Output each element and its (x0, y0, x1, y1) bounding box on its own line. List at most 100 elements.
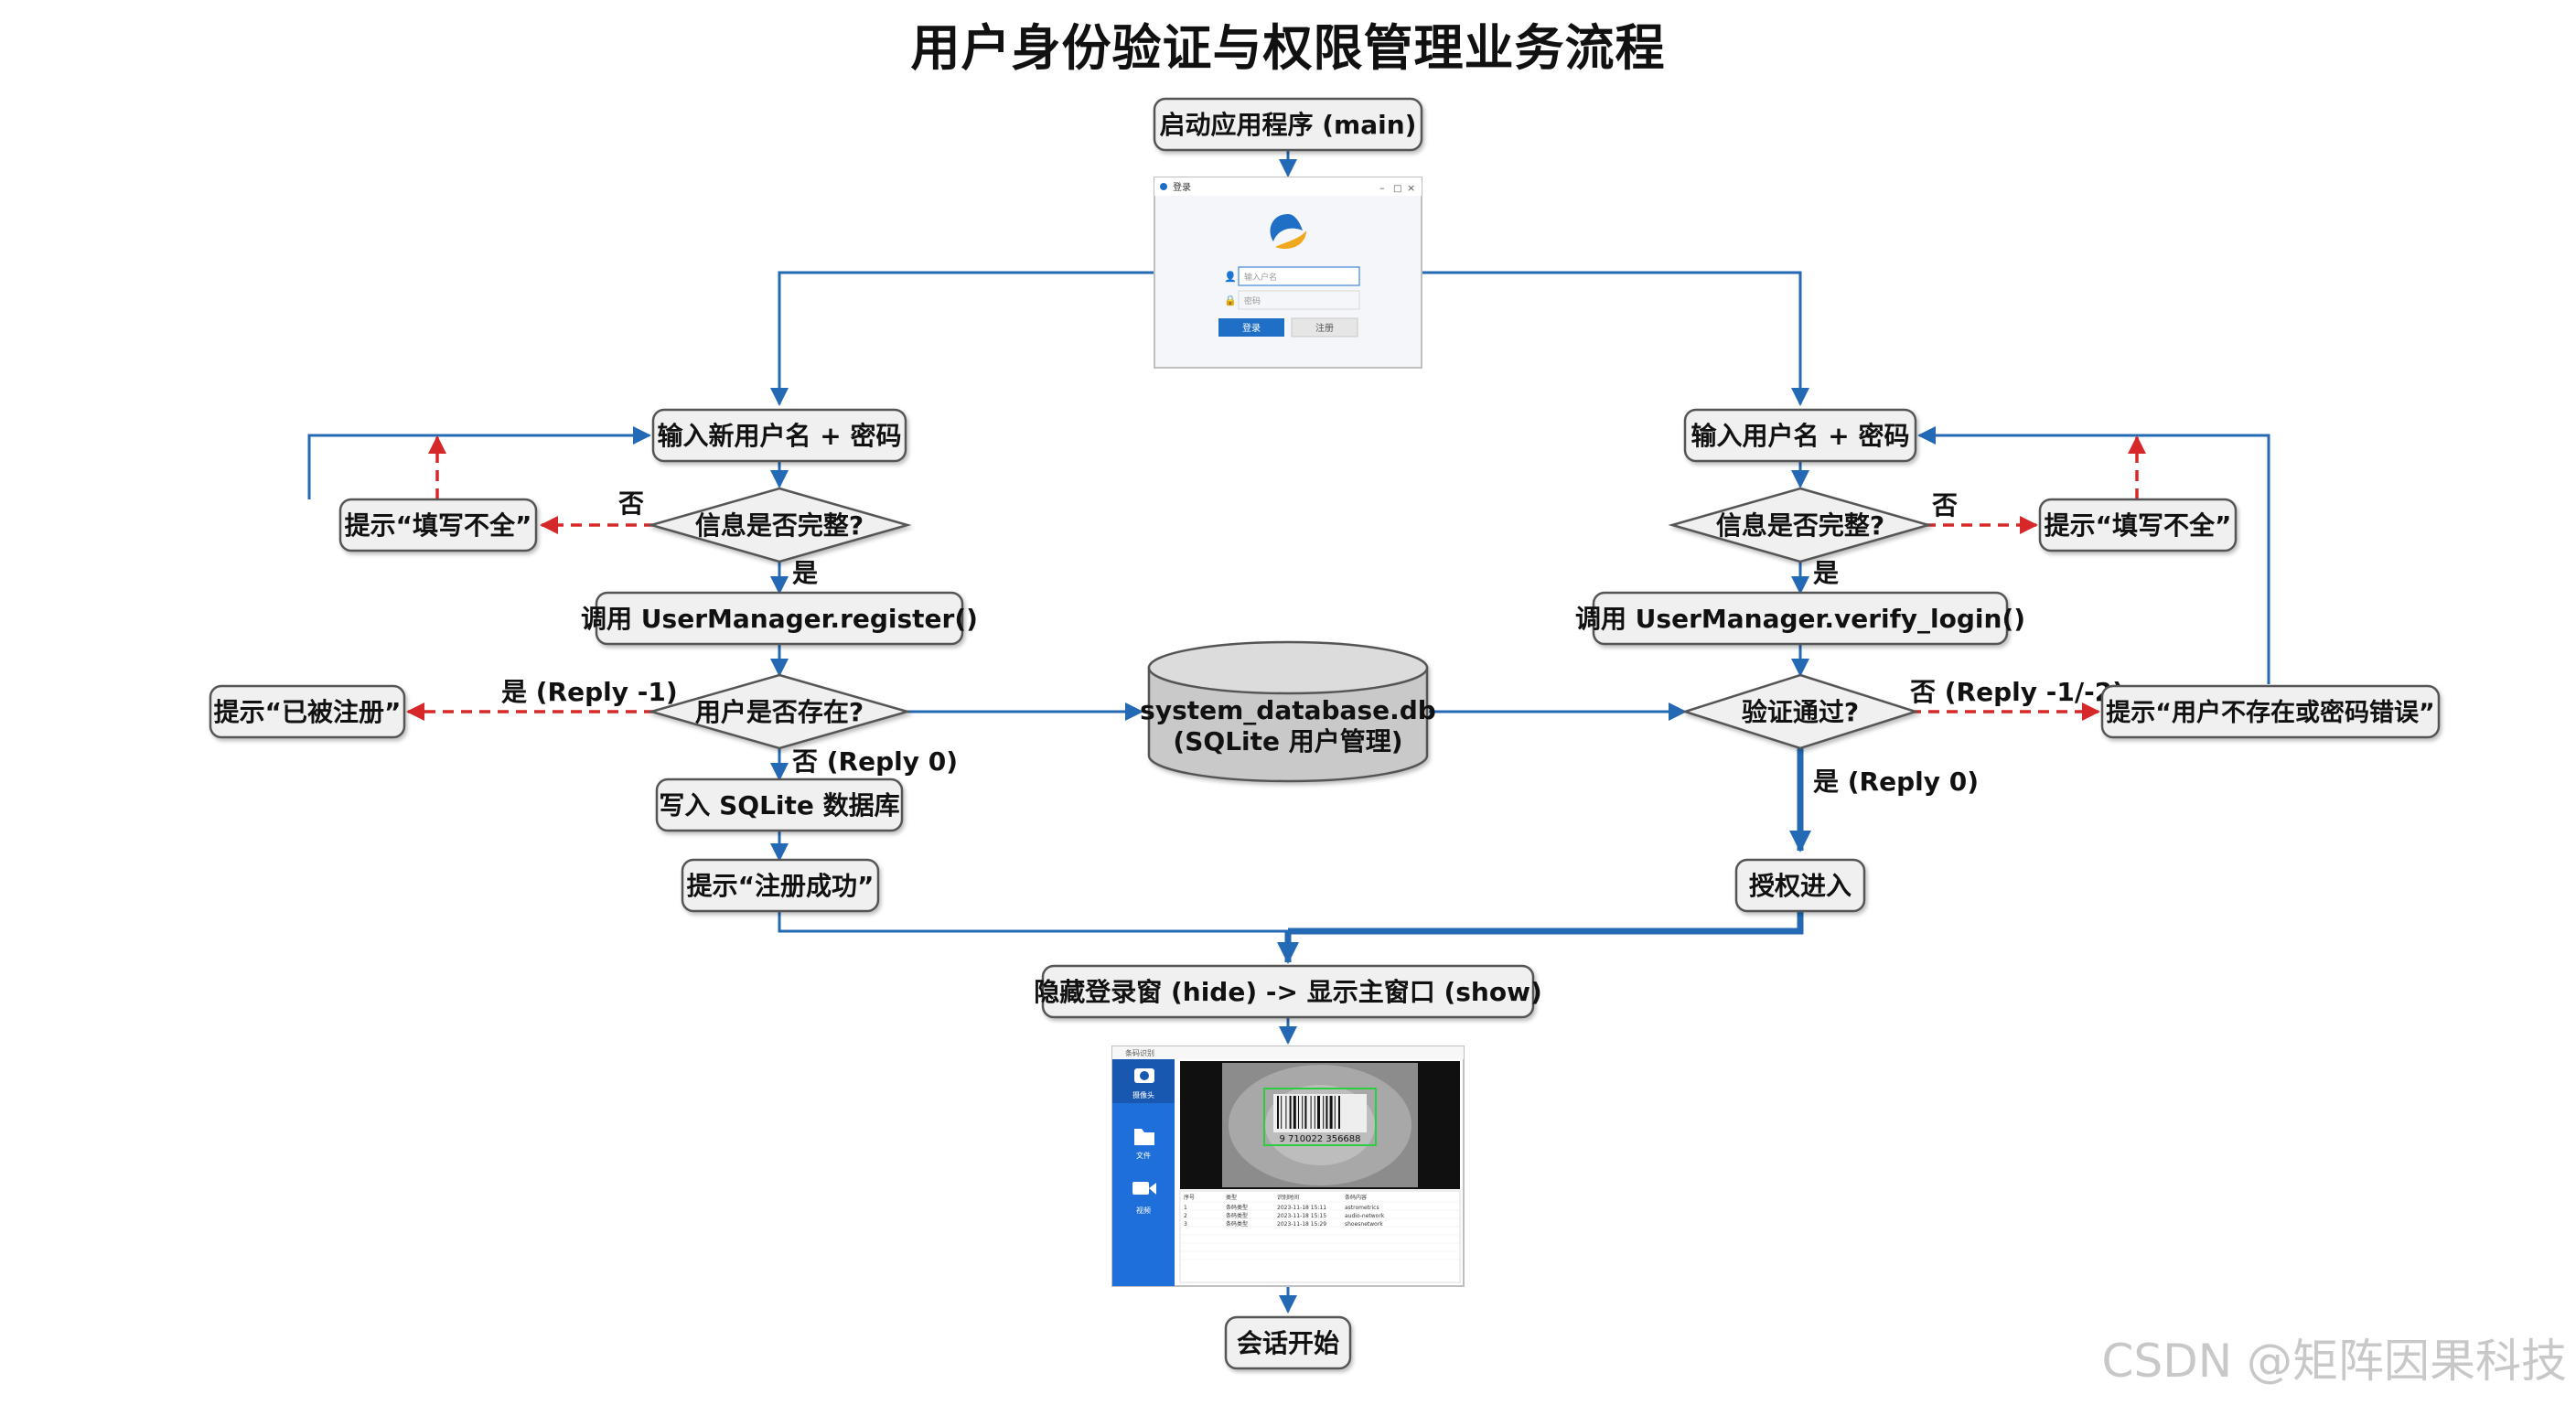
node-login-check-diamond (1668, 487, 1933, 563)
edge-success-to-merge (778, 909, 1288, 933)
table-cell: 2023-11-18 15:11 (1277, 1205, 1326, 1211)
edge-window-to-register (770, 271, 1154, 406)
sidebar-label-video: 视频 (1136, 1206, 1151, 1215)
node-session: 会话开始 (1237, 1328, 1339, 1358)
table-cell: 条码类型 (1226, 1204, 1248, 1211)
table-cell: 1 (1184, 1205, 1187, 1211)
label-reg-no: 否 (618, 488, 644, 519)
login-window-title: 登录 (1173, 181, 1191, 193)
edge-grant-to-merge (1288, 909, 1804, 935)
node-reg-success-box (681, 858, 880, 913)
barcode-text: 9 710022 356688 (1279, 1134, 1360, 1144)
node-reg-input: 输入新用户名 + 密码 (658, 421, 902, 451)
label-reg-exists-yes: 是 (Reply -1) (501, 677, 678, 707)
edge-error-back-to-input (1917, 426, 2270, 684)
node-login-call: 调用 UserManager.verify_login() (1575, 604, 2025, 634)
database-cylinder (1147, 640, 1429, 783)
node-reg-input-box (651, 408, 907, 463)
table-cell: astrometrics (1345, 1205, 1379, 1211)
node-reg-call-box (595, 591, 964, 646)
node-session-box (1224, 1315, 1352, 1370)
node-login-verify-diamond (1680, 673, 1920, 750)
node-start-box (1153, 97, 1423, 152)
table-cell: 条码类型 (1226, 1212, 1248, 1219)
node-login-grant-box (1734, 858, 1866, 913)
page-title: 用户身份验证与权限管理业务流程 (910, 19, 1666, 77)
node-start: 启动应用程序 (main) (1160, 110, 1417, 140)
table-header: 识别时间 (1277, 1194, 1299, 1201)
node-reg-write: 写入 SQLite 数据库 (659, 790, 899, 820)
node-reg-check: 信息是否完整? (695, 510, 864, 541)
table-header: 序号 (1184, 1194, 1195, 1201)
table-header: 类型 (1226, 1194, 1237, 1201)
db-name: system_database.db (1140, 695, 1436, 725)
maximize-icon[interactable]: □ (1393, 184, 1401, 194)
lock-icon: 🔒 (1224, 295, 1237, 306)
register-button[interactable] (1291, 317, 1358, 338)
login-button-label: 登录 (1242, 322, 1261, 334)
label-reg-exists-no: 否 (Reply 0) (792, 746, 958, 777)
sidebar-item-file[interactable]: 文件 (1134, 1129, 1154, 1160)
node-login-error: 提示“用户不存在或密码错误” (2106, 698, 2435, 727)
watermark: CSDN @矩阵因果科技 (2101, 1335, 2567, 1388)
label-reg-yes: 是 (792, 558, 818, 588)
app-icon (1160, 183, 1167, 190)
edge-window-to-login (1420, 271, 1809, 406)
table-cell: 2 (1184, 1213, 1187, 1219)
close-icon[interactable]: × (1407, 182, 1415, 194)
node-login-verify: 验证通过? (1742, 697, 1859, 727)
node-hide-show: 隐藏登录窗 (hide) -> 显示主窗口 (show) (1034, 977, 1542, 1007)
node-login-incomplete: 提示“填写不全” (2045, 510, 2232, 541)
username-placeholder: 输入户名 (1244, 272, 1277, 283)
table-cell: shoesnetwork (1345, 1221, 1383, 1228)
node-reg-exists: 用户是否存在? (695, 697, 864, 727)
node-reg-success: 提示“注册成功” (687, 871, 875, 901)
node-login-grant: 授权进入 (1749, 871, 1852, 901)
node-login-input-box (1683, 408, 1917, 463)
sidebar-item-video[interactable]: 视频 (1132, 1182, 1156, 1215)
username-input[interactable] (1238, 266, 1360, 286)
node-login-incomplete-box (2038, 498, 2238, 552)
label-login-fail: 否 (Reply -1/-2) (1910, 677, 2124, 707)
minimize-icon[interactable]: – (1379, 182, 1385, 194)
label-login-ok: 是 (Reply 0) (1813, 767, 1979, 797)
node-reg-write-box (655, 778, 904, 832)
edge-already-back-to-input (307, 426, 651, 499)
node-login-error-box (2100, 684, 2441, 739)
barcode-image (1273, 1094, 1367, 1132)
register-button-label: 注册 (1315, 322, 1334, 334)
login-button[interactable] (1218, 318, 1284, 337)
app-logo-icon (1270, 214, 1306, 249)
node-reg-already: 提示“已被注册” (214, 697, 402, 727)
sidebar-label-file: 文件 (1136, 1151, 1151, 1160)
table-cell: audio-network (1345, 1213, 1385, 1219)
label-login-no: 否 (1932, 490, 1958, 520)
result-table: 序号 类型 识别时间 条码内容 1 条码类型 2023-11-18 15:11 astrome… (1180, 1194, 1460, 1260)
password-input[interactable] (1238, 290, 1360, 310)
node-reg-incomplete: 提示“填写不全” (345, 510, 532, 541)
table-cell: 条码类型 (1226, 1220, 1248, 1228)
table-cell: 3 (1184, 1221, 1187, 1228)
node-reg-already-box (209, 684, 406, 739)
node-hide-show-box (1041, 964, 1535, 1019)
login-window-thumbnail: 登录 – □ × 👤 输入户名 🔒 密码 登录 注册 (1154, 177, 1422, 369)
node-reg-incomplete-box (338, 498, 538, 552)
node-login-input: 输入用户名 + 密码 (1691, 421, 1910, 451)
main-window-title: 条码识别 (1125, 1048, 1154, 1057)
main-window-thumbnail: 条码识别 摄像头 文件 视频 (1111, 1046, 1465, 1287)
node-reg-check-diamond (647, 487, 912, 563)
node-login-call-box (1592, 591, 2009, 646)
node-login-check: 信息是否完整? (1716, 510, 1884, 541)
node-reg-call: 调用 UserManager.register() (581, 604, 978, 634)
label-login-yes: 是 (1813, 558, 1839, 588)
table-cell: 2023-11-18 15:29 (1277, 1221, 1326, 1228)
password-placeholder: 密码 (1244, 295, 1261, 306)
node-reg-exists-diamond (647, 673, 912, 750)
db-desc: (SQLite 用户管理) (1173, 726, 1402, 756)
video-icon (1132, 1182, 1149, 1195)
table-header: 条码内容 (1345, 1194, 1367, 1201)
table-cell: 2023-11-18 15:15 (1277, 1213, 1326, 1219)
sidebar-label-camera: 摄像头 (1132, 1090, 1154, 1099)
